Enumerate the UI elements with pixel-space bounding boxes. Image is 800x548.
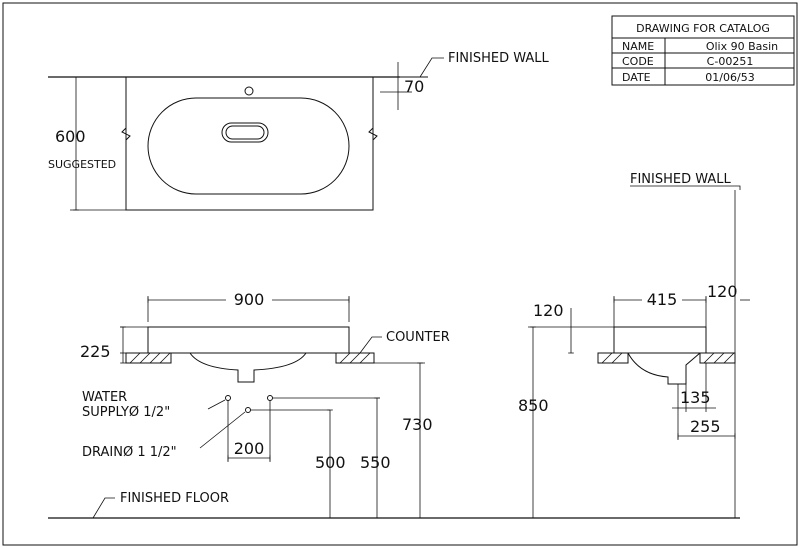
water-supply-label-1: WATER xyxy=(82,390,127,405)
counter-label: COUNTER xyxy=(386,330,450,345)
plan-view: 600 SUGGESTED 70 FINISHED WALL xyxy=(48,51,550,211)
finished-wall-leader xyxy=(419,57,444,78)
finished-floor-label: FINISHED FLOOR xyxy=(120,491,229,506)
front-bowl-underside xyxy=(189,352,307,383)
finished-wall-top-label: FINISHED WALL xyxy=(448,51,550,66)
tap-hole xyxy=(244,86,254,96)
dim-255: 255 xyxy=(690,417,721,436)
drain-label: DRAINØ 1 1/2" xyxy=(82,445,177,460)
dim-600: 600 xyxy=(55,127,86,146)
title-name-label: NAME xyxy=(622,40,654,53)
front-elevation: FINISHED FLOOR 900 COUNTER 225 WATER SUP… xyxy=(48,290,740,519)
overflow-slot xyxy=(221,122,269,143)
dim-730: 730 xyxy=(402,415,433,434)
dim-200: 200 xyxy=(234,439,265,458)
dim-850: 850 xyxy=(518,396,549,415)
supply-left-symbol xyxy=(225,395,231,401)
title-name-value: Olix 90 Basin xyxy=(706,40,778,53)
plan-basin-bowl xyxy=(147,97,350,195)
title-code-value: C-00251 xyxy=(707,55,754,68)
title-block: DRAWING FOR CATALOG NAME Olix 90 Basin C… xyxy=(611,15,795,86)
plan-counter-outline xyxy=(125,77,374,211)
side-elevation: FINISHED WALL 415 120 120 850 135 255 xyxy=(518,172,750,519)
title-block-heading: DRAWING FOR CATALOG xyxy=(636,22,770,35)
counter-right xyxy=(335,352,375,364)
dim-120-wall: 120 xyxy=(707,282,738,301)
counter-left xyxy=(125,352,172,364)
drain-symbol xyxy=(245,407,251,413)
dim-120-rim: 120 xyxy=(533,301,564,320)
title-code-label: CODE xyxy=(622,55,654,68)
title-block-frame xyxy=(611,15,795,86)
dim-500: 500 xyxy=(315,453,346,472)
dim-135: 135 xyxy=(680,388,711,407)
suggested-label: SUGGESTED xyxy=(48,158,116,171)
title-date-label: DATE xyxy=(622,71,651,84)
water-supply-label-2: SUPPLYØ 1/2" xyxy=(82,405,170,420)
dim-900: 900 xyxy=(234,290,265,309)
supply-right-symbol xyxy=(267,395,273,401)
dim-415: 415 xyxy=(647,290,678,309)
dim-70: 70 xyxy=(404,77,424,96)
dim-550: 550 xyxy=(360,453,391,472)
front-basin-rim xyxy=(147,326,350,354)
finished-wall-side-label: FINISHED WALL xyxy=(630,172,732,187)
dim-225: 225 xyxy=(80,342,111,361)
side-bowl-profile xyxy=(627,352,701,385)
title-date-value: 01/06/53 xyxy=(705,71,754,84)
side-basin-rim xyxy=(613,326,707,354)
